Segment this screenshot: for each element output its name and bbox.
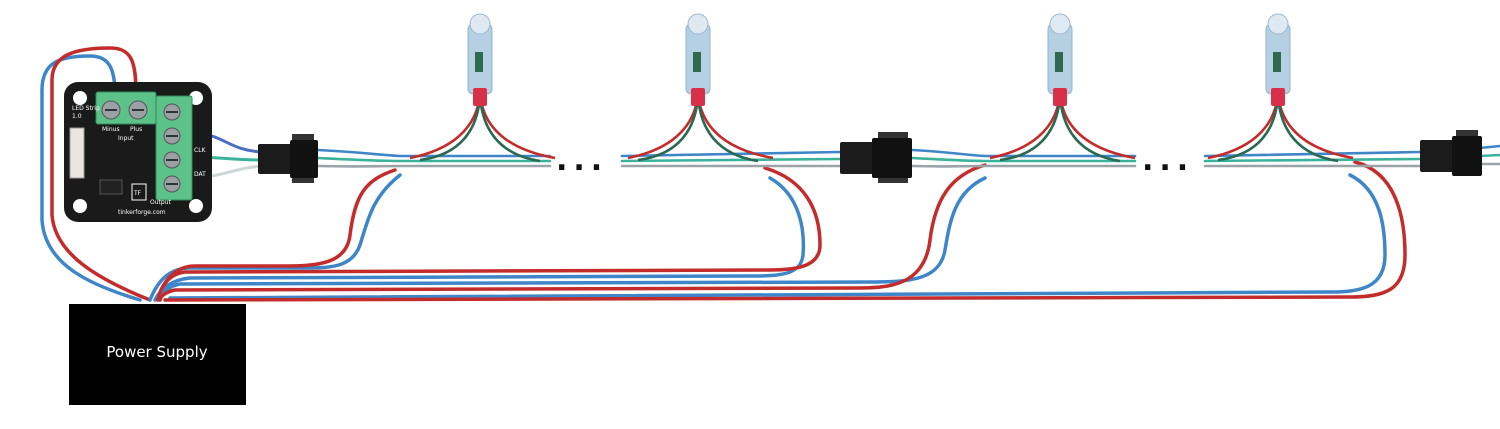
board-power-negative-wire [40, 54, 142, 302]
led-lead-wire [409, 94, 482, 160]
seg4-positive-wire [163, 160, 1407, 302]
ellipsis-1: ... [556, 143, 608, 178]
led-collar [691, 88, 705, 106]
chip [99, 179, 123, 195]
led-pixel [1207, 13, 1354, 163]
mounting-hole [189, 199, 203, 213]
strip-e-teal [1478, 153, 1500, 158]
led-lead-wire [989, 94, 1062, 160]
led-lead-wire [637, 94, 700, 162]
terminal-plus-label: Plus [130, 126, 142, 133]
mounting-hole [73, 199, 87, 213]
ellipsis-2: ... [1142, 143, 1194, 178]
bricklet-connector [69, 127, 85, 179]
led-lead-wire [478, 94, 556, 160]
led-collar [473, 88, 487, 106]
strip-c-blue [910, 148, 1137, 158]
led-dome [1267, 13, 1289, 35]
led-lead-wire [627, 94, 700, 160]
strip-d-teal [1203, 157, 1422, 163]
led-pixel [989, 13, 1136, 163]
strip-a-blue [316, 148, 552, 158]
dat-label: DAT [194, 171, 206, 178]
led-lead-wire [1207, 94, 1280, 160]
led-driver-chip [1055, 52, 1063, 72]
led-collar [1053, 88, 1067, 106]
led-lead-wire [696, 94, 774, 160]
output-label: Output [150, 199, 171, 206]
led-strip-bricklet: Minus Plus Input CLK DAT LED Strip 1.0 T… [64, 82, 212, 222]
seg2-positive-wire [156, 166, 822, 302]
seg1-negative-wire [148, 173, 402, 302]
connector-1 [258, 134, 318, 183]
board-title: LED Strip [72, 105, 100, 112]
seg3-negative-wire [158, 176, 987, 302]
input-label: Input [118, 135, 134, 142]
logo-text: TF [133, 190, 142, 197]
power-supply-label: Power Supply [106, 343, 207, 361]
led-lead-wire [1058, 94, 1136, 160]
mounting-hole [73, 91, 87, 105]
led-dome [469, 13, 491, 35]
strip-e-blue [1478, 144, 1500, 150]
led-dome [687, 13, 709, 35]
led-lead-wire [419, 94, 482, 162]
seg3-positive-wire [158, 163, 987, 302]
power-wires [40, 46, 1407, 302]
led-lead-wire [1276, 94, 1354, 160]
led-dome [1049, 13, 1071, 35]
led-pixel [409, 13, 556, 163]
website-label: tinkerforge.com [118, 209, 166, 216]
clk-label: CLK [194, 147, 207, 154]
strip-c-teal [910, 156, 1137, 163]
connector-3 [1420, 130, 1482, 176]
strip-b-teal [620, 157, 842, 163]
led-lead-wire [999, 94, 1062, 162]
led-driver-chip [693, 52, 701, 72]
led-lead-wire [1217, 94, 1280, 162]
output-terminal [155, 95, 193, 201]
connector-2 [840, 132, 912, 183]
led-collar [1271, 88, 1285, 106]
led-driver-chip [1273, 52, 1281, 72]
tinkerforge-logo [131, 183, 147, 201]
strip-a-teal [316, 156, 552, 163]
power-supply: Power Supply [69, 304, 246, 405]
seg4-negative-wire [168, 173, 1387, 300]
power-supply-box [69, 304, 246, 405]
seg2-negative-wire [153, 176, 806, 302]
led-pixels [409, 13, 1354, 163]
led-pixel [627, 13, 774, 163]
board-version: 1.0 [72, 113, 82, 120]
board-power-positive-wire [50, 46, 152, 302]
terminal-minus-label: Minus [102, 126, 120, 133]
seg1-positive-wire [156, 168, 397, 302]
led-driver-chip [475, 52, 483, 72]
